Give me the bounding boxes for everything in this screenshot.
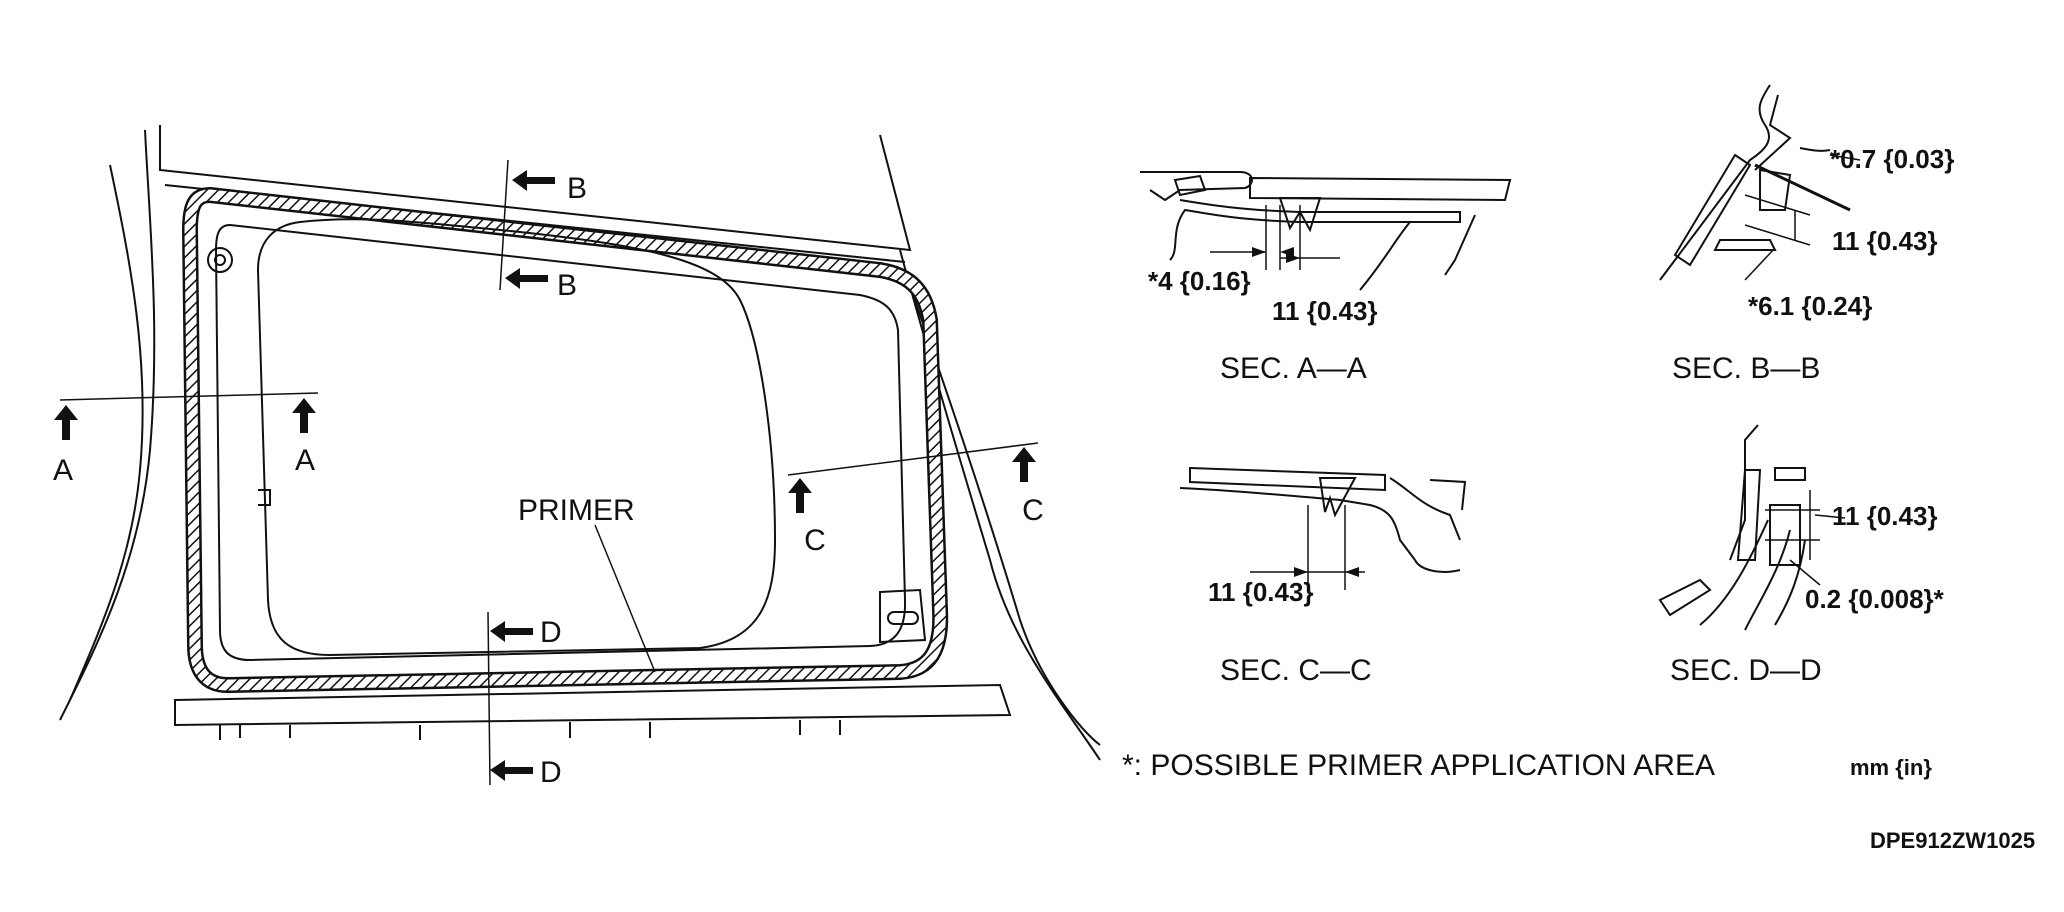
section-a-dim-1-arrow [1252,247,1266,257]
cut-label-b-top: B [567,172,587,205]
primer-bead-hatch [184,189,946,691]
bolt-circle-inner [214,254,226,266]
section-d-dim-label-1: 11 {0.43} [1832,501,1938,531]
section-c: 11 {0.43} SEC. C—C [1179,466,1467,687]
cut-line-a [59,392,319,401]
section-d-leader-2 [1789,559,1821,586]
section-b-clip [1799,147,1831,152]
main-view: A A B B C C D D PRIMER [53,125,1101,789]
pillar-right-inner [911,291,1101,746]
section-b-dim-ext-2 [1744,224,1811,246]
section-a-panel-top [1140,171,1253,202]
cut-arrow-d-top [490,621,533,642]
section-b-title: SEC. B—B [1672,352,1820,385]
section-c-pillar [1389,477,1467,573]
cut-line-b [499,159,509,291]
section-b-dim-label-3: *6.1 {0.24} [1748,291,1872,321]
section-c-dim-label-1: 11 {0.43} [1208,577,1314,607]
section-c-bead [1318,477,1357,518]
section-b-dim-leader-bottom [1744,247,1776,281]
cut-arrow-c-left [788,478,812,513]
cut-arrow-d-bottom [490,760,533,781]
section-b-primer-mark [1754,163,1851,212]
cut-arrow-c-right [1012,447,1036,482]
glass-inner-edge [214,223,907,662]
primer-leader [594,524,656,673]
section-d-trim-top [1774,467,1806,481]
section-a-frame-right [1359,214,1476,291]
cut-label-a-right: A [295,444,315,477]
sill-ribs [219,720,841,740]
section-a-dim-label-1: *4 {0.16} [1148,266,1251,296]
section-c-title: SEC. C—C [1220,654,1372,687]
cut-label-b-bottom: B [557,269,577,302]
section-b-dim-label-2: 11 {0.43} [1832,226,1938,256]
legend: *: POSSIBLE PRIMER APPLICATION AREA mm {… [1122,749,2035,853]
cut-line-d [487,611,491,786]
section-a-dim-1-arrow-b [1280,247,1294,257]
cut-arrow-b-bottom [505,268,548,289]
section-b-bead [1759,168,1792,211]
section-b-body-inner [1754,94,1792,171]
section-a: *4 {0.16} 11 {0.43} SEC. A—A [1140,171,1512,385]
section-d-leader-1 [1814,514,1846,519]
section-c-dim-arrow-r [1345,567,1359,577]
section-d: 11 {0.43} 0.2 {0.008}* SEC. D—D [1658,424,1945,687]
section-d-lower-trim [1658,578,1712,617]
cut-arrow-a-right [292,398,316,433]
cut-label-d-bottom: D [540,756,562,789]
section-b: *0.7 {0.03} 11 {0.43} *6.1 {0.24} SEC. B… [1659,84,1954,385]
latch-slot [887,611,919,625]
body-outline-left [59,129,156,721]
section-b-dim-leader-top [1829,154,1861,161]
body-outline-top [159,125,912,252]
section-d-glass [1736,469,1762,561]
section-b-dim-ext-1 [1744,194,1811,216]
cut-line-c [787,442,1039,476]
section-b-dim-label-1: *0.7 {0.03} [1830,144,1954,174]
section-a-frame [1169,199,1461,261]
cut-arrow-a-left [54,405,78,440]
section-c-glass [1189,466,1386,492]
legend-units: mm {in} [1850,755,1932,780]
section-b-body [1659,84,1771,281]
bolt-circle [207,247,233,273]
section-c-frame [1179,487,1416,561]
section-a-dim-label-2: 11 {0.43} [1272,296,1378,326]
section-d-title: SEC. D—D [1670,654,1822,687]
cut-arrow-b-top [512,170,555,191]
body-outline-left-inner [69,164,144,701]
section-a-dim-2-arrow [1286,253,1300,263]
section-a-title: SEC. A—A [1220,352,1367,385]
section-d-bead [1769,504,1801,566]
cut-label-a-left: A [53,454,73,487]
cut-label-c-left: C [804,524,826,557]
cut-label-c-right: C [1022,494,1044,527]
section-b-trim [1713,239,1777,251]
section-a-glass [1249,176,1512,202]
section-d-frame [1699,519,1806,631]
primer-label: PRIMER [518,494,635,527]
notch-left [258,489,271,506]
section-a-clip [1173,174,1207,197]
figure-code: DPE912ZW1025 [1870,828,2035,853]
legend-note: *: POSSIBLE PRIMER APPLICATION AREA [1122,749,1715,782]
section-d-dim-label-2: 0.2 {0.008}* [1805,584,1945,614]
section-c-dim-arrow-l [1294,567,1308,577]
section-b-glass [1673,153,1752,267]
latch [879,588,927,644]
cut-label-d-top: D [540,616,562,649]
sill-line [174,683,1012,727]
glass-panel [256,218,777,657]
